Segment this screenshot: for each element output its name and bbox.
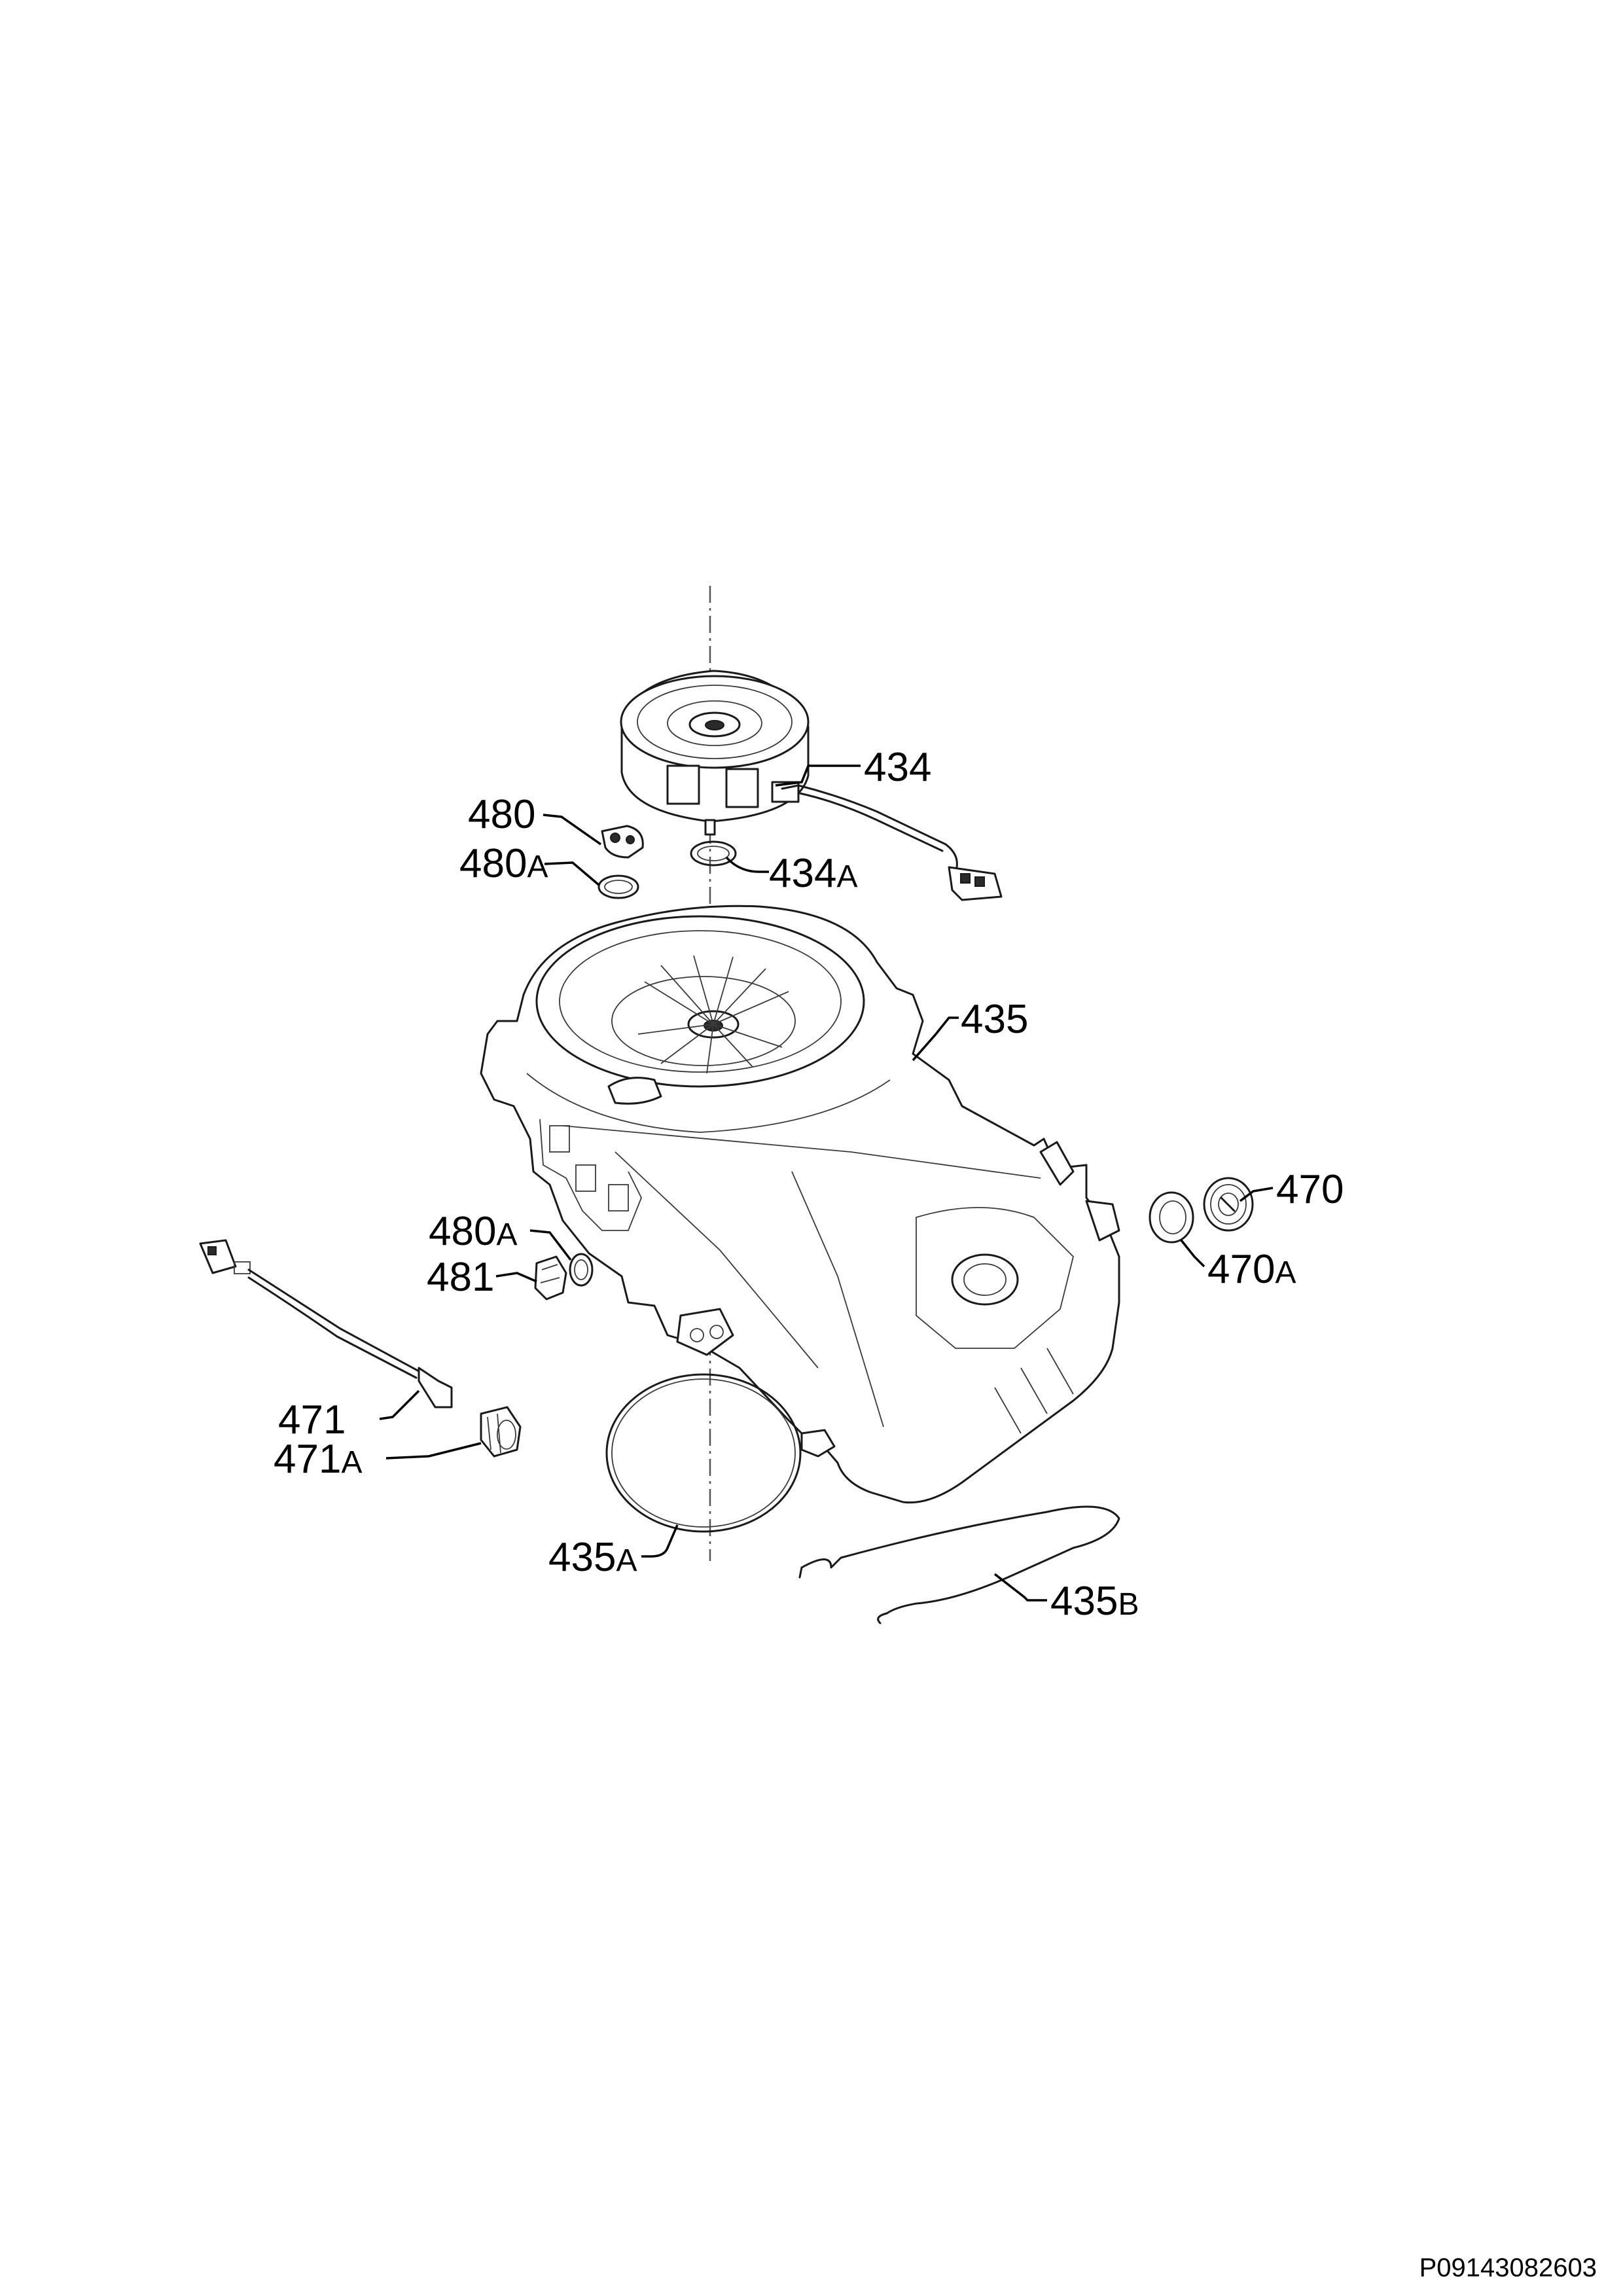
cap-470 bbox=[1203, 1177, 1254, 1232]
leader-435a bbox=[641, 1524, 679, 1558]
callout-434: 434 bbox=[864, 745, 931, 790]
callout-471: 471 bbox=[278, 1397, 346, 1443]
callout-470a: 470A bbox=[1207, 1247, 1296, 1292]
ring-470a bbox=[1149, 1191, 1194, 1244]
leader-470a bbox=[1180, 1239, 1205, 1268]
callout-480a-mid: 480A bbox=[429, 1209, 517, 1254]
callout-435a: 435A bbox=[548, 1535, 637, 1580]
housing-435 bbox=[480, 905, 1120, 1504]
callout-470: 470 bbox=[1276, 1167, 1344, 1212]
leader-435b bbox=[993, 1573, 1047, 1602]
sensor-480 bbox=[601, 825, 644, 859]
clip-481 bbox=[534, 1255, 567, 1300]
callout-481: 481 bbox=[427, 1255, 494, 1300]
leader-480a-mid bbox=[529, 1229, 572, 1261]
bushing-471a bbox=[480, 1406, 522, 1458]
leader-471 bbox=[379, 1390, 420, 1420]
clamp-435b bbox=[798, 1505, 1120, 1624]
callout-435: 435 bbox=[961, 997, 1028, 1042]
callout-434a: 434A bbox=[769, 851, 857, 896]
motor-434 bbox=[620, 670, 1003, 901]
callout-480: 480 bbox=[468, 792, 535, 837]
leader-lines bbox=[379, 764, 1274, 1602]
callout-480a-top: 480A bbox=[459, 841, 548, 886]
leader-471a bbox=[385, 1442, 482, 1460]
callout-435b: 435B bbox=[1050, 1579, 1139, 1624]
sensor-471 bbox=[199, 1239, 453, 1408]
leader-480 bbox=[543, 814, 602, 846]
leader-434 bbox=[775, 764, 861, 787]
gasket-435a bbox=[605, 1373, 802, 1533]
seal-480a-top bbox=[597, 874, 639, 899]
leader-480a-top bbox=[544, 861, 600, 886]
callout-471a: 471A bbox=[274, 1437, 362, 1482]
o-ring-434a bbox=[690, 819, 737, 867]
leader-470 bbox=[1239, 1187, 1274, 1202]
leader-434a bbox=[725, 856, 769, 873]
document-id: P09143082603 bbox=[1419, 2253, 1597, 2282]
seal-480a-mid bbox=[569, 1253, 594, 1287]
leader-435 bbox=[912, 1016, 959, 1062]
leader-481 bbox=[495, 1272, 537, 1283]
